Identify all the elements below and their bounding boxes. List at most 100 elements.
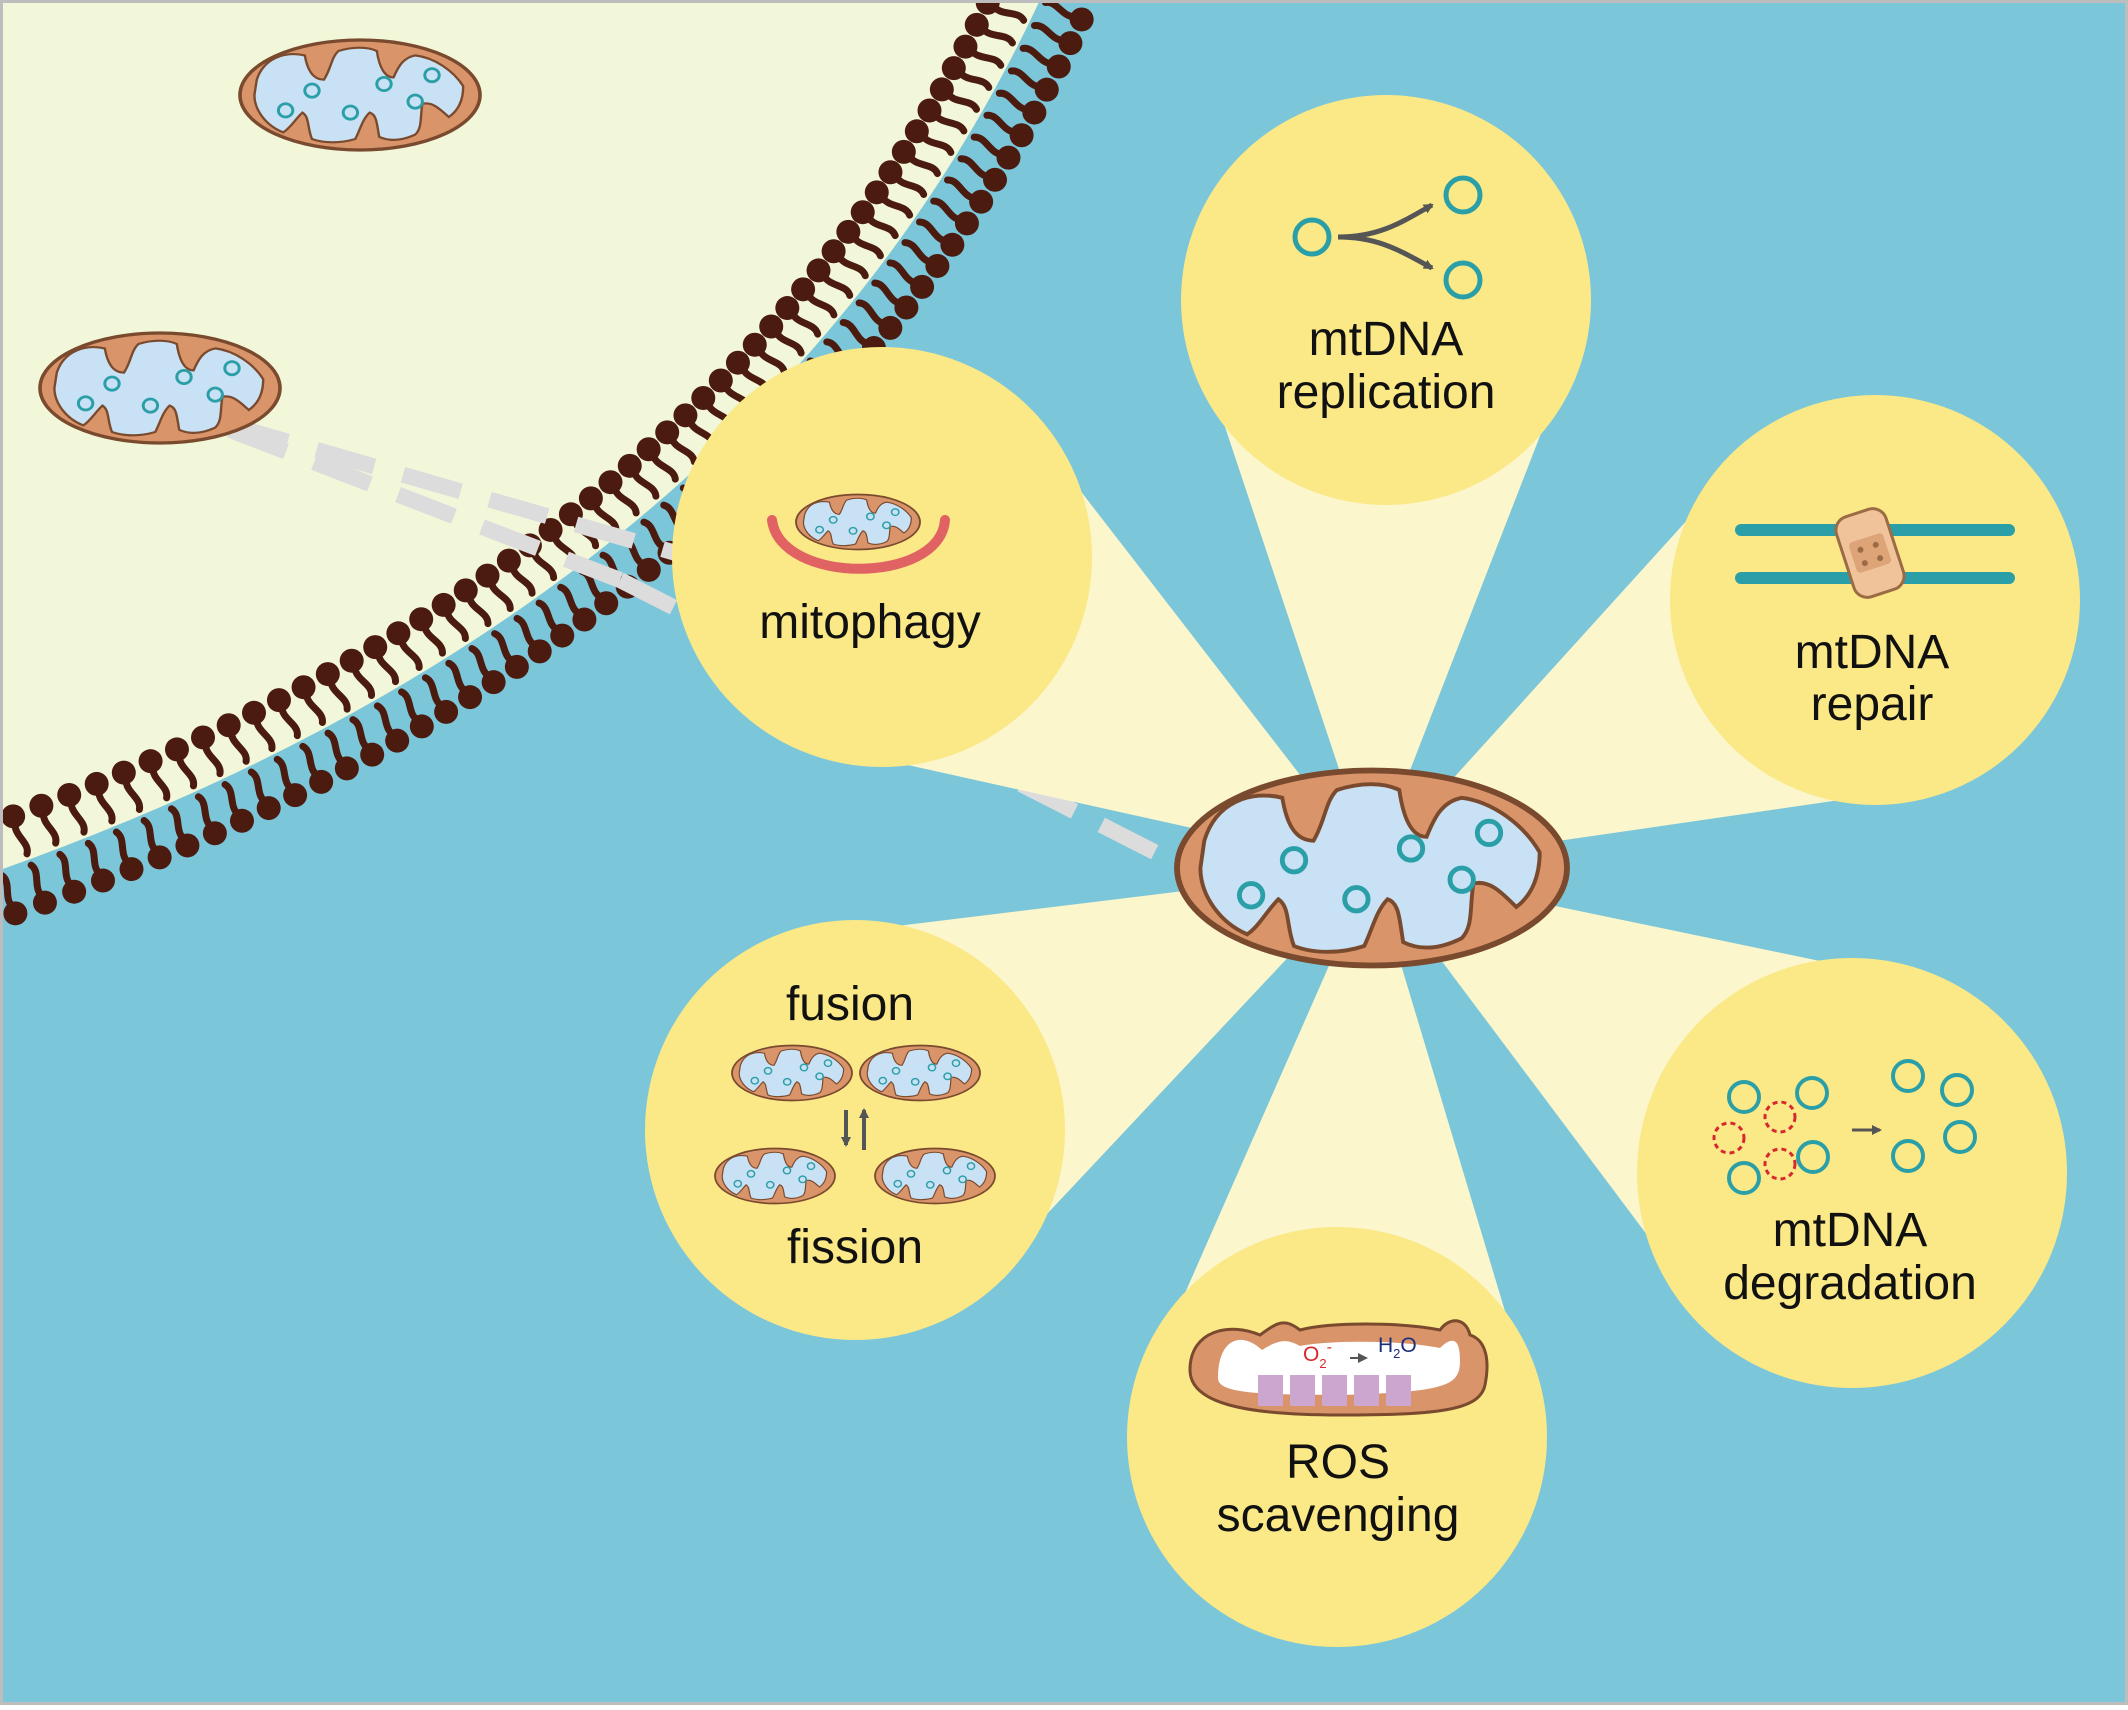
node-repair (1670, 395, 2080, 805)
lipid-head (360, 742, 385, 767)
lipid-head (864, 180, 889, 205)
lipid-head (496, 548, 521, 573)
lipid-head (578, 486, 603, 511)
lipid-head (453, 578, 478, 603)
lipid-head (1046, 54, 1071, 79)
lipid-head (138, 749, 163, 774)
lipid-head (954, 211, 979, 236)
lipid-head (655, 420, 680, 445)
lipid-head (84, 771, 109, 796)
lipid-head (904, 119, 929, 144)
lipid-head (283, 783, 308, 808)
lipid-head (229, 808, 254, 833)
ros-line1: ROS (1286, 1436, 1390, 1489)
lipid-head (836, 219, 861, 244)
lipid-head (725, 350, 750, 375)
lipid-head (385, 728, 410, 753)
lipid-head (458, 685, 483, 710)
lipid-head (409, 714, 434, 739)
lipid-head (636, 437, 661, 462)
center-mitochondrion-icon (1177, 771, 1567, 966)
node-degradation (1637, 958, 2067, 1388)
electron-transport-chain-icon (1188, 1319, 1489, 1417)
lipid-head (32, 890, 57, 915)
lipid-head (558, 502, 583, 527)
lipid-head (334, 756, 359, 781)
dna-bandage-icon (1735, 507, 2015, 599)
mtdna-circles-icon (1712, 1059, 1977, 1195)
cell-mitochondrion-icon (238, 38, 482, 152)
lipid-head (29, 793, 54, 818)
lipid-head (1009, 123, 1034, 148)
lipid-head (1058, 31, 1083, 56)
lipid-head (929, 77, 954, 102)
lipid-head (598, 470, 623, 495)
fusion-fission-icon (714, 1044, 996, 1205)
lipid-head (983, 167, 1008, 192)
ros-product: H2O (1378, 1334, 1417, 1361)
lipid-head (62, 879, 87, 904)
ros-species: O2- (1303, 1339, 1332, 1371)
lipid-head (119, 857, 144, 882)
lipid-head (175, 833, 200, 858)
lipid-head (3, 901, 28, 926)
lipid-head (431, 592, 456, 617)
replication-line1: mtDNA (1309, 313, 1464, 366)
lipid-head (309, 769, 334, 794)
lipid-head (266, 688, 291, 713)
lipid-head (216, 713, 241, 738)
lipid-head (850, 200, 875, 225)
lipid-head (202, 821, 227, 846)
lipid-head (910, 274, 935, 299)
lipid-head (775, 296, 800, 321)
lipid-head (90, 868, 115, 893)
lipid-head (475, 563, 500, 588)
lipid-head (878, 315, 903, 340)
lipid-head (969, 189, 994, 214)
lipid-head (975, 0, 1000, 15)
lipid-head (147, 845, 172, 870)
lipid-head (242, 700, 267, 725)
lipid-head (57, 782, 82, 807)
lipid-head (925, 253, 950, 278)
phagophore-icon (767, 493, 950, 574)
lipid-head (339, 648, 364, 673)
lipid-head (917, 98, 942, 123)
lipid-head (617, 453, 642, 478)
mitophagy-label: mitophagy (759, 596, 980, 649)
lipid-head (594, 591, 619, 616)
lipid-head (1069, 7, 1094, 32)
lipid-head (1034, 77, 1059, 102)
lipid-head (409, 607, 434, 632)
degradation-line1: mtDNA (1773, 1204, 1928, 1257)
lipid-head (636, 557, 661, 582)
lipid-head (940, 232, 965, 257)
repair-line1: mtDNA (1795, 626, 1950, 679)
lipid-head (291, 675, 316, 700)
lipid-head (256, 796, 281, 821)
ros-line2: scavenging (1217, 1489, 1460, 1542)
lipid-head (996, 145, 1021, 170)
node-replication (1181, 95, 1591, 505)
lipid-head (878, 160, 903, 185)
lipid-head (191, 725, 216, 750)
lipid-head (964, 12, 989, 37)
lipid-head (164, 737, 189, 762)
branching-arrow-icon (1292, 175, 1483, 300)
fusion-label: fusion (786, 978, 914, 1031)
lipid-head (504, 654, 529, 679)
lipid-head (434, 699, 459, 724)
lipid-head (691, 386, 716, 411)
lipid-head (742, 332, 767, 357)
lipid-head (941, 56, 966, 81)
lipid-head (111, 760, 136, 785)
lipid-head (572, 607, 597, 632)
lipid-head (953, 34, 978, 59)
lipid-head (550, 623, 575, 648)
node-mitophagy (672, 347, 1092, 767)
lipid-head (894, 295, 919, 320)
lipid-head (527, 639, 552, 664)
